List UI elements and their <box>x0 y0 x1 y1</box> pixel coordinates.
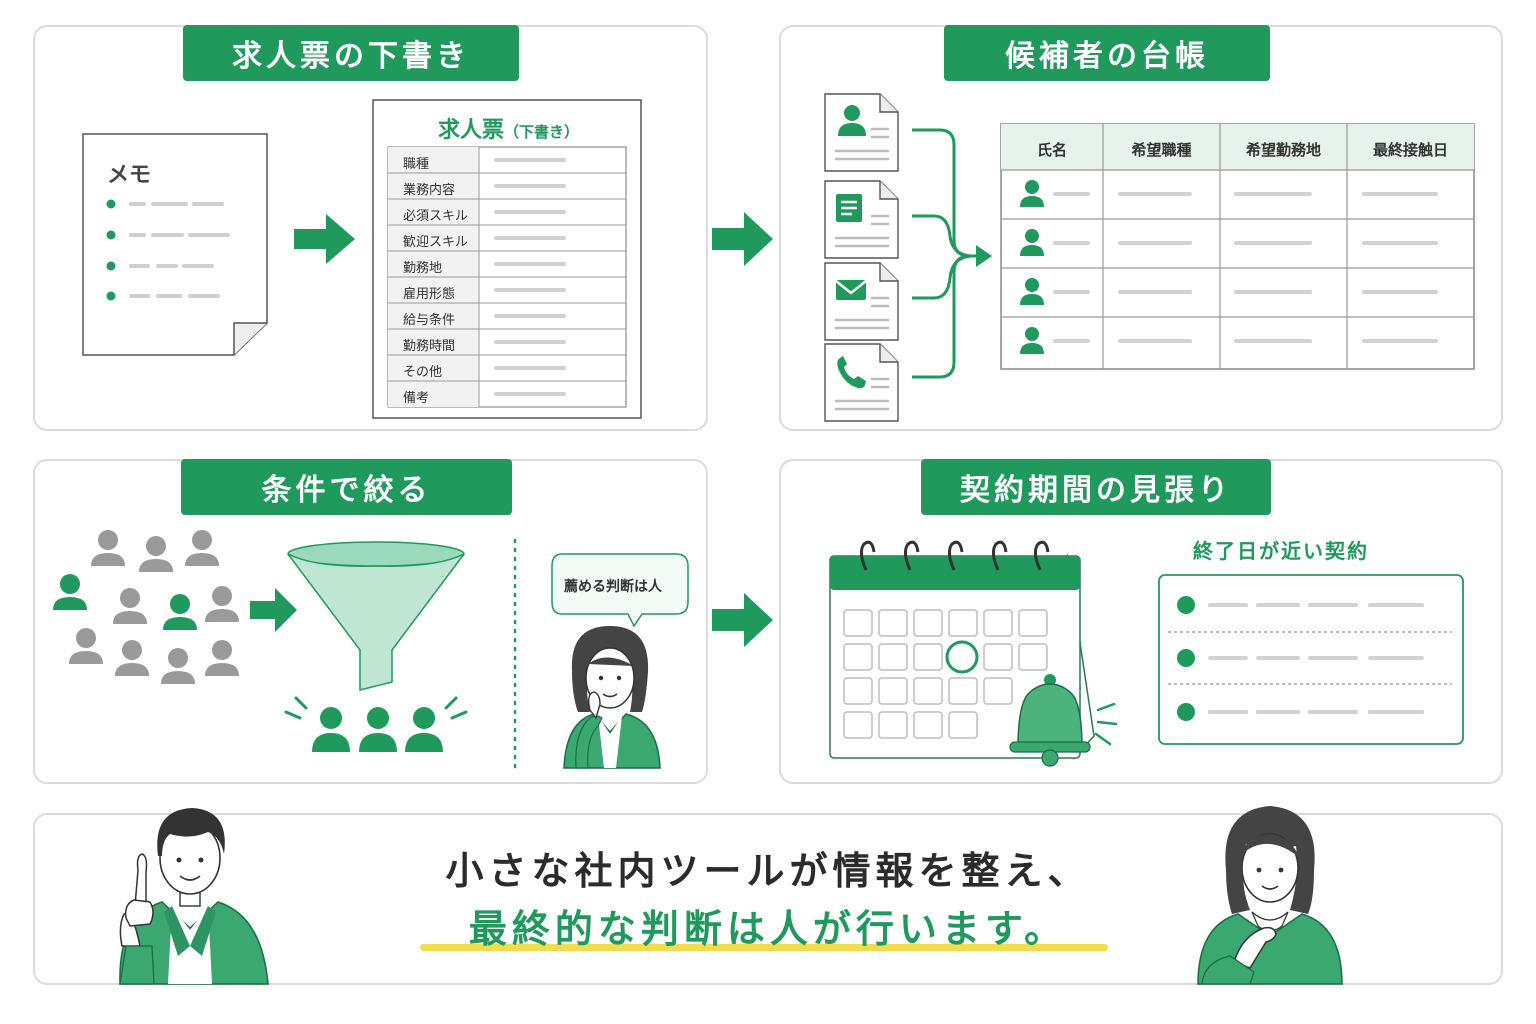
field-label: 雇用形態 <box>403 287 456 302</box>
arrow-right-icon <box>294 214 355 264</box>
people-crowd <box>53 530 239 684</box>
field-label: 必須スキル <box>403 209 469 224</box>
sheet-title: 求人票（下書き） <box>438 112 579 144</box>
phone-icon <box>837 356 866 389</box>
field-label: 業務内容 <box>403 183 456 198</box>
calendar-icon <box>829 540 1118 767</box>
arrow-right-icon <box>712 212 773 266</box>
arrow-right-icon <box>250 588 297 632</box>
table-header: 最終接触日 <box>1372 141 1448 159</box>
document-icon <box>836 194 862 222</box>
woman-thinking-illustration <box>563 626 661 769</box>
highlight-underline <box>420 944 1108 951</box>
field-label: 給与条件 <box>403 313 456 328</box>
job-sheet <box>372 99 642 419</box>
table-header: 希望職種 <box>1131 141 1192 159</box>
message-line-1: 小さな社内ツールが情報を整え、 <box>445 849 1091 893</box>
message-line-2: 最終的な判断は人が行います。 <box>468 907 1068 951</box>
panel-title-filter: 条件で絞る <box>181 459 512 515</box>
sheet-title-main: 求人票 <box>438 118 505 143</box>
woman-hand-on-chest-illustration <box>1197 806 1343 985</box>
field-label: その他 <box>403 365 443 380</box>
person-icon <box>1020 180 1044 354</box>
contract-list <box>1158 574 1464 745</box>
source-documents <box>823 92 992 423</box>
field-label: 職種 <box>403 157 430 172</box>
table-header: 氏名 <box>1036 141 1067 159</box>
panel-title-job-draft: 求人票の下書き <box>183 25 519 81</box>
memo-title: メモ <box>107 163 152 188</box>
memo-sheet <box>82 133 268 356</box>
arrow-right-icon <box>712 593 773 647</box>
field-label: 勤務地 <box>403 261 443 276</box>
field-label: 備考 <box>403 391 430 406</box>
contract-list-title: 終了日が近い契約 <box>1193 539 1369 563</box>
field-label: 歓迎スキル <box>403 235 469 250</box>
candidate-table <box>1000 123 1475 370</box>
field-label: 勤務時間 <box>403 339 456 354</box>
person-icon <box>838 105 866 136</box>
divider-dotted <box>513 538 517 770</box>
sheet-title-sub: （下書き） <box>504 123 580 141</box>
funnel-icon <box>284 541 468 752</box>
mail-icon <box>835 280 867 300</box>
speech-bubble-text: 薦める判断は人 <box>564 579 662 595</box>
table-header: 希望勤務地 <box>1245 141 1321 159</box>
panel-title-contract-watch: 契約期間の見張り <box>921 459 1271 515</box>
man-pointing-illustration <box>119 808 269 985</box>
panel-title-candidate-ledger: 候補者の台帳 <box>944 25 1270 81</box>
bell-icon <box>1009 674 1091 767</box>
speech-bubble <box>551 553 689 628</box>
